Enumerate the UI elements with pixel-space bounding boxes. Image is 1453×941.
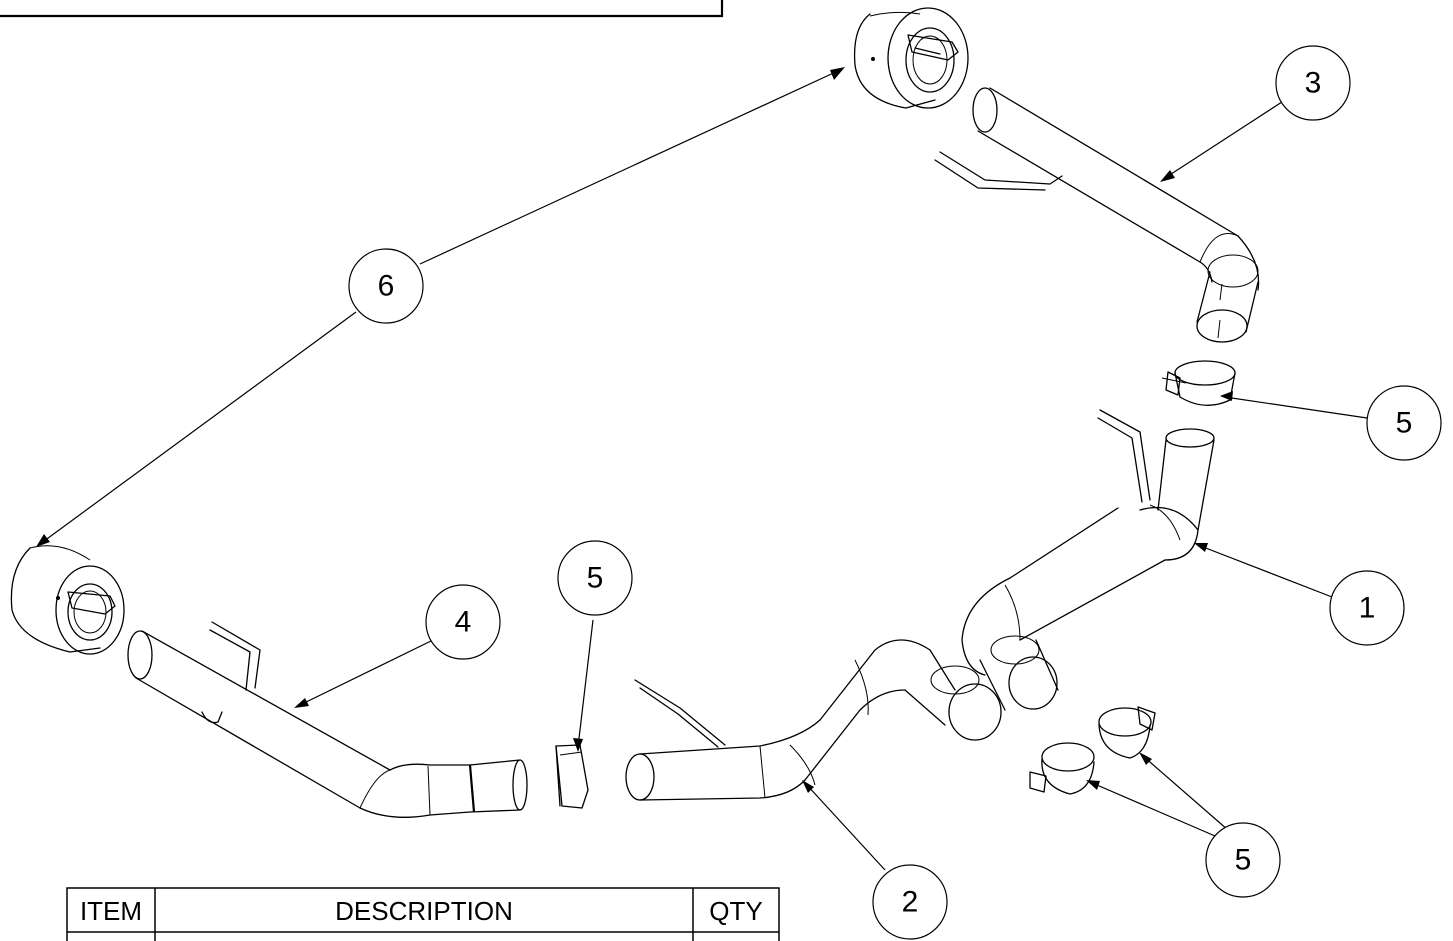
title-box-edge [0,0,724,18]
pipe-part-1 [961,409,1215,711]
balloon-4-label: 4 [455,606,472,639]
balloon-3-label: 3 [1305,67,1322,100]
exhaust-tip-lower [10,545,125,655]
balloon-2-label: 2 [902,886,919,919]
balloon-5-middle-label: 5 [587,562,604,595]
clamp-upper-right [1161,360,1236,406]
balloon-6: 6 [348,248,424,324]
bom-header-item: ITEM [80,896,142,926]
balloon-1: 1 [1329,570,1405,646]
balloon-6-label: 6 [378,270,395,303]
balloon-5-upper: 5 [1366,385,1442,461]
balloon-1-label: 1 [1359,592,1376,625]
balloon-5-lower: 5 [1205,822,1281,898]
exhaust-tip-upper [853,7,969,109]
bom-header-description: DESCRIPTION [335,896,513,926]
pipe-part-2 [625,639,1002,801]
balloon-5-upper-label: 5 [1396,407,1413,440]
bom-table: ITEM DESCRIPTION QTY [66,887,780,941]
pipe-part-4 [127,621,528,818]
balloon-3: 3 [1275,45,1351,121]
balloon-4: 4 [425,584,501,660]
balloon-5-lower-label: 5 [1235,844,1252,877]
balloon-2: 2 [872,864,948,940]
balloon-5-middle: 5 [557,540,633,616]
clamp-middle [555,744,589,809]
pipe-part-3 [934,87,1260,343]
leader-lines [36,67,1368,871]
bom-header-qty: QTY [709,896,762,926]
clamp-pair-lower-right [1029,706,1156,795]
